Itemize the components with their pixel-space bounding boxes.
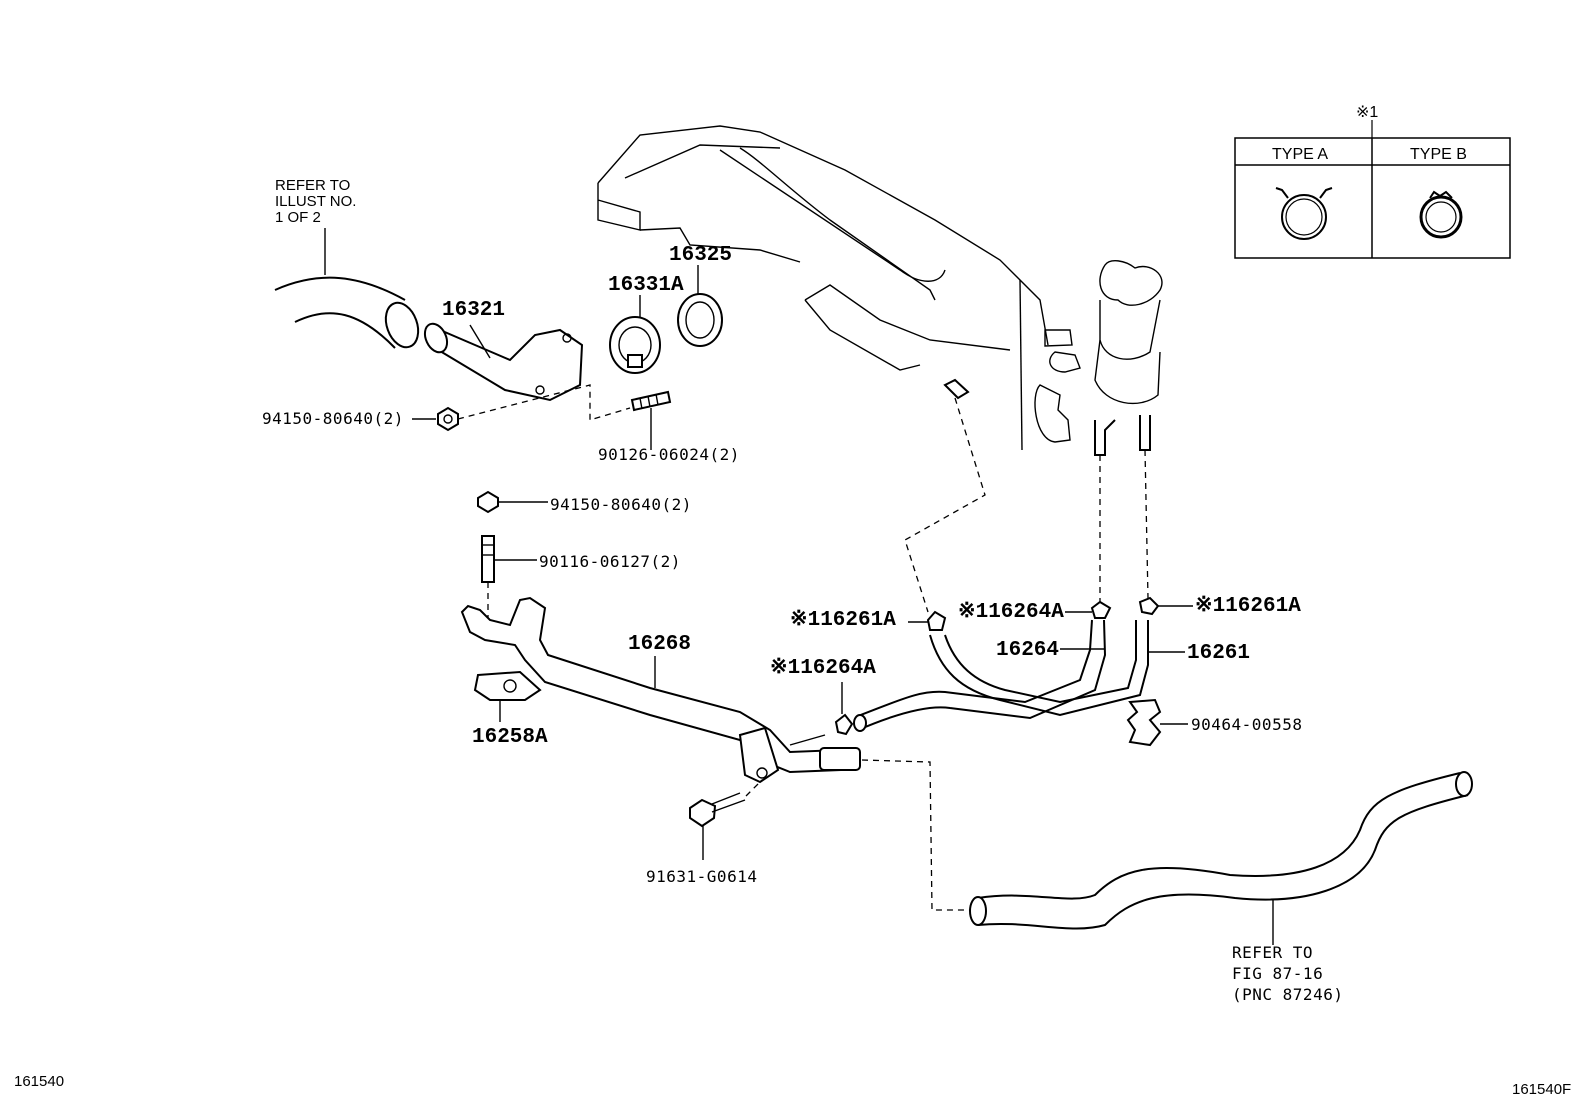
refer-top-note: REFER TO ILLUST NO. 1 OF 2: [275, 177, 356, 226]
bracket-drawing: [738, 726, 826, 784]
refer-top-line2: ILLUST NO.: [275, 193, 356, 210]
label-16264: 16264: [996, 639, 1059, 662]
link-pipe-to-lower-hose: [861, 759, 970, 911]
nut-94150-top-drawing: [412, 406, 459, 432]
nut-94150-mid-drawing: [477, 490, 548, 514]
link-inlet-to-stud: [457, 384, 631, 421]
label-16325: 16325: [669, 244, 732, 267]
lower-hose-drawing: [969, 771, 1473, 945]
footer-left-code: 161540: [14, 1073, 64, 1090]
refer-top-line1: REFER TO: [275, 177, 350, 194]
clamp-type-legend: [1234, 120, 1511, 259]
label-16261a-left: ※116261A: [790, 608, 896, 632]
label-16258a: 16258A: [472, 726, 548, 749]
label-90116: 90116-06127(2): [539, 552, 681, 571]
refer-bottom-line2: FIG 87-16: [1232, 964, 1323, 983]
legend-type-a: TYPE A: [1272, 146, 1328, 163]
label-16264a-mid: ※116264A: [958, 600, 1064, 624]
label-94150-top: 94150-80640(2): [262, 409, 404, 428]
gasket-16325-drawing: [677, 265, 723, 347]
label-91631: 91631-G0614: [646, 867, 757, 886]
legend-type-b: TYPE B: [1410, 146, 1467, 163]
stud-90126-drawing: [630, 390, 672, 450]
water-pipe-16268-drawing: [460, 596, 861, 774]
thermostat-16331a-drawing: [609, 295, 661, 374]
label-16331a: 16331A: [608, 274, 684, 297]
footer-right-code: 161540F: [1512, 1081, 1571, 1098]
clamp-16264a-mid-drawing: [1065, 600, 1112, 619]
water-inlet-16321-drawing: [423, 322, 584, 402]
label-90464: 90464-00558: [1191, 715, 1302, 734]
clamp-16261a-left-drawing: [908, 610, 947, 631]
label-16261: 16261: [1187, 642, 1250, 665]
hoses-16264-16261-drawing: [853, 619, 1185, 732]
label-94150-mid: 94150-80640(2): [550, 495, 692, 514]
clip-90464-drawing: [1126, 698, 1188, 747]
label-16268: 16268: [628, 633, 691, 656]
legend-marker: ※1: [1356, 104, 1378, 121]
link-engine-to-clamp-right: [1144, 449, 1149, 599]
clamp-16264a-left-drawing: [834, 682, 854, 736]
gasket-16258a-drawing: [473, 670, 542, 722]
label-16261a-right: ※116261A: [1195, 594, 1301, 618]
label-16321: 16321: [442, 299, 505, 322]
refer-top-line3: 1 OF 2: [275, 209, 321, 226]
stud-90116-drawing: [481, 535, 537, 620]
link-engine-to-clamp-left: [904, 397, 986, 613]
type-b-clamp-icon: [1419, 190, 1463, 239]
refer-bottom-note: REFER TO FIG 87-16 (PNC 87246): [1232, 943, 1343, 1004]
engine-block-drawing: [597, 125, 1163, 456]
label-16264a-left: ※116264A: [770, 656, 876, 680]
upper-hose-drawing: [274, 228, 420, 349]
bolt-91631-drawing: [689, 779, 763, 860]
clamp-16261a-right-drawing: [1138, 596, 1193, 616]
type-a-clamp-icon: [1275, 187, 1333, 240]
refer-bottom-line1: REFER TO: [1232, 943, 1313, 962]
refer-bottom-line3: (PNC 87246): [1232, 985, 1343, 1004]
label-90126: 90126-06024(2): [598, 445, 740, 464]
